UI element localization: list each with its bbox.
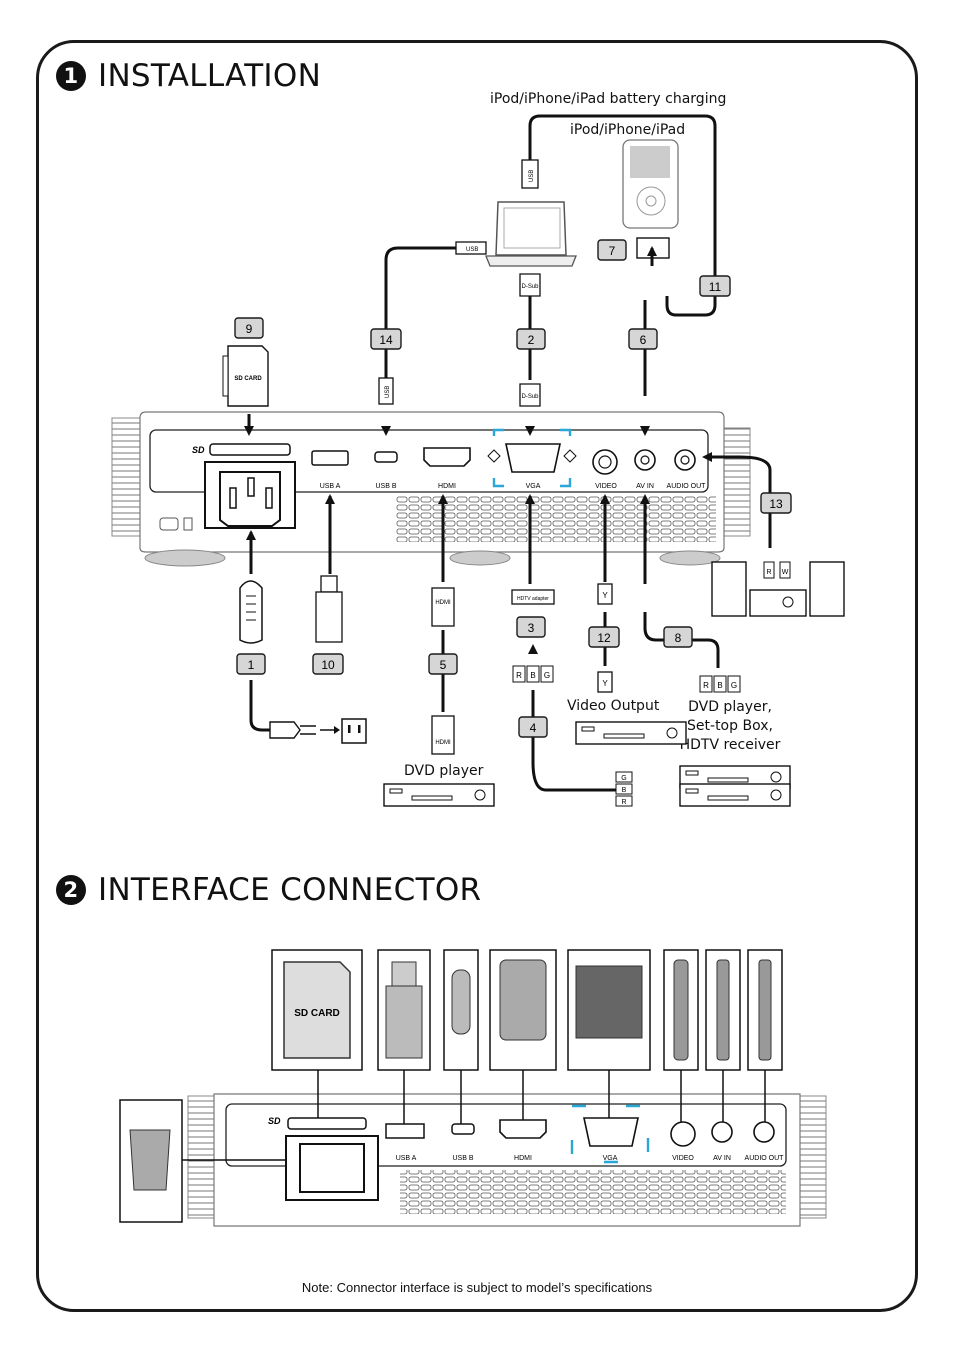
- speakers: [711, 561, 845, 617]
- port-label-av-in: AV IN: [713, 1155, 731, 1162]
- svg-text:SD: SD: [268, 1116, 281, 1126]
- port-label-hdmi: HDMI: [514, 1155, 532, 1162]
- plug-label-b: B: [717, 681, 722, 690]
- cable-number: 14: [379, 333, 393, 347]
- video-output-device: [575, 721, 687, 745]
- cable-number: 6: [640, 333, 647, 347]
- cable-badge: [663, 626, 693, 648]
- cable-number: 13: [769, 497, 783, 511]
- dvd-player: [383, 783, 495, 807]
- cable-badge: [760, 492, 792, 514]
- plug-label-hdmi: HDMI: [435, 740, 451, 746]
- port-label-vga: VGA: [526, 483, 541, 490]
- port-label-usb-b: USB B: [452, 1155, 473, 1162]
- cable-number: 8: [675, 631, 682, 645]
- cable-number: 9: [246, 322, 253, 336]
- cable-number: 11: [709, 280, 722, 294]
- sd-card-label: SD CARD: [294, 1008, 340, 1019]
- cable-badge: [516, 328, 546, 350]
- section-title-interface: 2 INTERFACE CONNECTOR: [56, 872, 481, 908]
- plug-label-r: R: [621, 799, 626, 806]
- dvd-settop-hdtv-label: DVD player, Set-top Box, HDTV receiver: [679, 699, 781, 753]
- port-label-vga: VGA: [603, 1155, 618, 1162]
- laptop: [485, 201, 577, 267]
- section-bullet: 1: [56, 61, 86, 91]
- set-top-box: [679, 783, 791, 807]
- plug-label-w: W: [782, 569, 789, 576]
- section-title-text: INTERFACE CONNECTOR: [98, 872, 482, 908]
- plug-label-usb: USB: [466, 247, 478, 253]
- video-output-label: Video Output: [567, 698, 660, 714]
- cable-badge: [516, 616, 546, 638]
- cable-badge: [428, 653, 458, 675]
- plug-label-dsub: D-Sub: [521, 284, 539, 290]
- usb-flash-drive: [315, 575, 343, 643]
- plug-label-g: G: [621, 775, 626, 782]
- plug-label-hdtv-adapter: HDTV adapter: [517, 596, 549, 602]
- cable-number: 3: [528, 621, 535, 635]
- plug-label-g: G: [731, 681, 737, 690]
- port-label-usb-a: USB A: [396, 1155, 417, 1162]
- plug-label-g: G: [544, 671, 550, 680]
- plug-label-r: R: [516, 671, 522, 680]
- connector-plugs: USB USB USB D-Sub D-Sub HDMI HDMI HDTV a…: [378, 159, 791, 807]
- plug-label-usb: USB: [385, 386, 391, 398]
- section-title-installation: 1 INSTALLATION: [56, 58, 321, 94]
- plug-label-dsub: D-Sub: [521, 394, 539, 400]
- svg-text:SD: SD: [192, 445, 205, 455]
- cable-number: 5: [440, 658, 447, 672]
- plug-label-hdmi: HDMI: [435, 600, 451, 606]
- plug-label-y: Y: [602, 679, 608, 688]
- port-label-av-in: AV IN: [636, 483, 654, 490]
- cable-badge: [628, 328, 658, 350]
- cable-number: 4: [530, 721, 537, 735]
- cable-number: 10: [321, 658, 335, 672]
- ipod: [622, 139, 679, 229]
- plug-label-usb: USB: [529, 170, 535, 182]
- cable-badge: [699, 275, 731, 297]
- port-label-hdmi: HDMI: [438, 483, 456, 490]
- port-label-video: VIDEO: [672, 1155, 694, 1162]
- port-label-audio-out: AUDIO OUT: [745, 1155, 785, 1162]
- cable-badge: [312, 653, 344, 675]
- ipod-label: iPod/iPhone/iPad: [570, 122, 686, 138]
- dvd-player-label: DVD player: [404, 763, 484, 779]
- cable-badge: [236, 653, 266, 675]
- interface-connector-panel: SD CARD SD USB A USB B HDMI V: [119, 949, 827, 1227]
- plug-label-b: B: [622, 787, 627, 794]
- cable-number: 2: [528, 333, 535, 347]
- cable-number: 1: [248, 658, 255, 672]
- plug-label-r: R: [766, 569, 771, 576]
- cable-badge: [597, 239, 627, 261]
- footnote: Note: Connector interface is subject to …: [301, 1280, 653, 1295]
- plug-label-b: B: [530, 671, 535, 680]
- plug-label-y: Y: [602, 591, 608, 600]
- port-label-usb-a: USB A: [320, 483, 341, 490]
- port-label-audio-out: AUDIO OUT: [667, 483, 707, 490]
- ipod-charging-label: iPod/iPhone/iPad battery charging: [490, 91, 727, 107]
- section-title-text: INSTALLATION: [98, 58, 322, 94]
- power-cord: [239, 580, 367, 744]
- section-bullet: 2: [56, 875, 86, 905]
- sd-card: SD CARD: [222, 345, 269, 407]
- projector-rear-panel: SD USB A USB B HDMI VGA VIDEO AV IN: [111, 411, 751, 567]
- port-label-video: VIDEO: [595, 483, 617, 490]
- cable-number: 7: [609, 244, 616, 258]
- cable-badge: [370, 328, 402, 350]
- sd-card-label: SD CARD: [234, 376, 262, 382]
- cable-badge: [234, 317, 264, 339]
- plug-label-r: R: [703, 681, 709, 690]
- cable-badge: [518, 716, 548, 738]
- cable-badge: [588, 626, 620, 648]
- cable-number: 12: [597, 631, 611, 645]
- page-frame: [36, 40, 918, 1312]
- port-label-usb-b: USB B: [375, 483, 396, 490]
